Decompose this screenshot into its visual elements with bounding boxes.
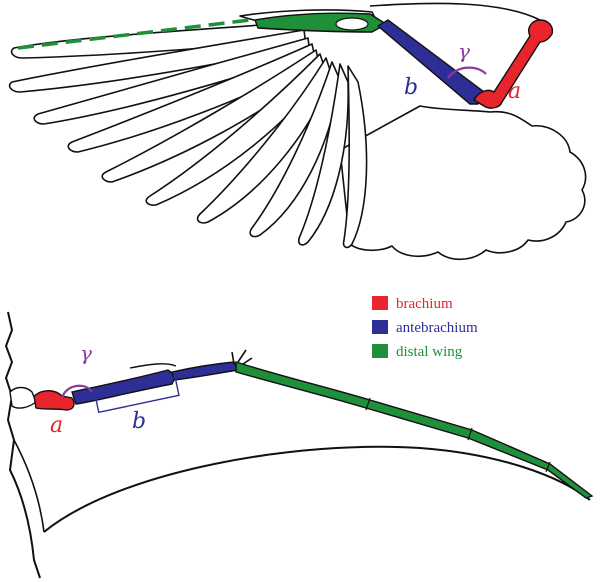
bird-body-outline	[369, 2, 541, 21]
pterosaur-body	[4, 311, 41, 579]
bird-angle-arc	[447, 66, 487, 79]
pterosaur-membrane-edge	[43, 445, 591, 533]
bird-feathers	[8, 21, 368, 249]
legend: brachium antebrachium distal wing	[372, 296, 478, 360]
pterosaur-joint-1	[365, 397, 371, 411]
pterosaur-label-a: a	[50, 413, 63, 438]
bird-distal-dashed-line	[17, 18, 251, 50]
legend-label-distal-wing: distal wing	[396, 344, 463, 360]
bird-coverts	[339, 105, 587, 261]
legend-label-antebrachium: antebrachium	[396, 320, 478, 336]
pterosaur-joint-2	[467, 427, 473, 441]
pterosaur-wing: γ a b	[4, 311, 594, 579]
pterosaur-brachium	[33, 390, 75, 411]
bird-label-a: a	[508, 79, 521, 104]
pterosaur-shoulder	[9, 386, 37, 409]
pterosaur-b-bracket	[94, 376, 180, 414]
pterosaur-joint-3	[545, 461, 551, 473]
pterosaur-label-gamma: γ	[80, 341, 92, 365]
bird-label-b: b	[404, 75, 418, 100]
bird-brachium	[473, 19, 554, 109]
bird-hand-opening	[335, 17, 369, 31]
pterosaur-wing-finger	[235, 361, 594, 499]
pterosaur-metacarpal	[171, 361, 240, 381]
bird-label-gamma: γ	[458, 39, 470, 63]
bird-wing	[8, 2, 587, 261]
bird-distal-wing	[17, 12, 388, 50]
pterosaur-hindlimb	[13, 439, 45, 533]
pterosaur-pteroid	[129, 363, 177, 369]
pterosaur-label-b: b	[132, 409, 146, 434]
pterosaur-angle-arc	[60, 384, 93, 399]
legend-swatch-antebrachium	[372, 320, 388, 334]
legend-label-brachium: brachium	[396, 296, 453, 312]
legend-item-antebrachium: antebrachium	[372, 320, 478, 336]
legend-item-brachium: brachium	[372, 296, 453, 312]
legend-swatch-brachium	[372, 296, 388, 310]
legend-item-distal-wing: distal wing	[372, 344, 463, 360]
legend-swatch-distal-wing	[372, 344, 388, 358]
